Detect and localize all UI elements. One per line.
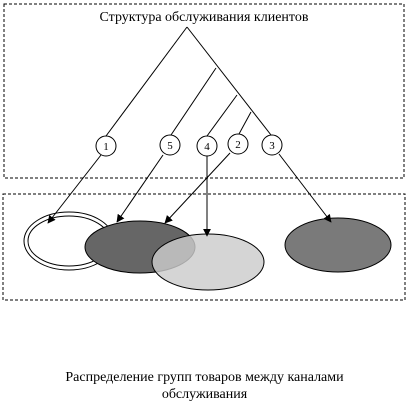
- caption-line-2: обслуживания: [161, 387, 248, 402]
- product-group-ellipse-3: [284, 217, 392, 273]
- node-5: 5: [159, 134, 181, 156]
- node-4-label: 4: [204, 141, 210, 153]
- diagram-title: Структура обслуживания клиентов: [100, 10, 309, 25]
- distribution-arrows: [47, 152, 332, 237]
- product-group-ellipse-4: [151, 233, 265, 291]
- node-2: 2: [227, 133, 249, 155]
- client-service-structure-frame: [3, 3, 405, 179]
- node-3: 3: [261, 134, 283, 156]
- caption-line-1: Распределение групп товаров между канала…: [65, 370, 344, 385]
- node-2-label: 2: [235, 139, 241, 151]
- node-5-label: 5: [167, 140, 173, 152]
- node-3-label: 3: [269, 140, 275, 152]
- figure-caption: Распределение групп товаров между канала…: [0, 369, 409, 403]
- structure-tree: [105, 26, 272, 137]
- node-1-label: 1: [103, 141, 109, 153]
- node-4: 4: [196, 135, 218, 157]
- product-groups-frame: [2, 193, 406, 301]
- node-1: 1: [95, 135, 117, 157]
